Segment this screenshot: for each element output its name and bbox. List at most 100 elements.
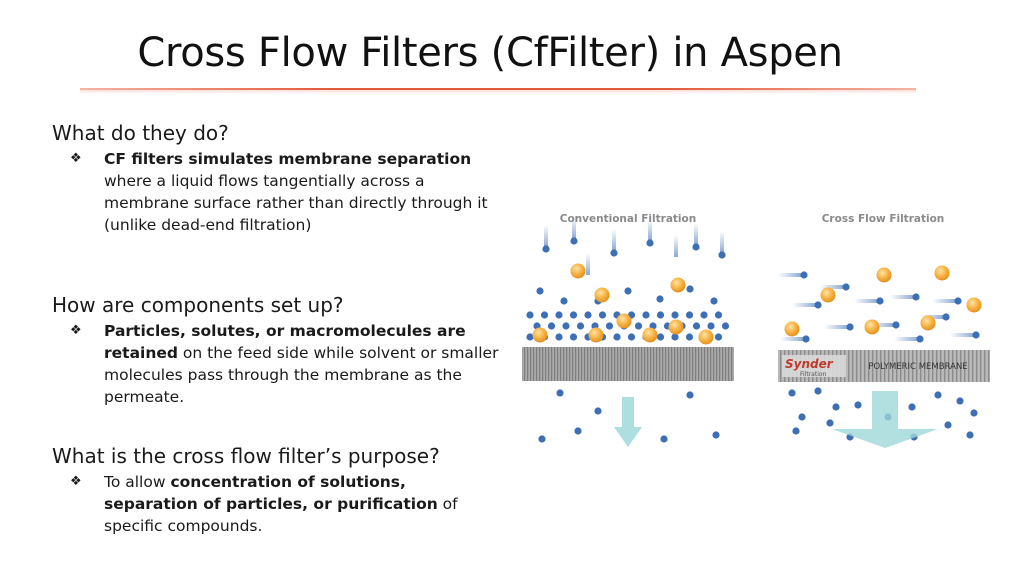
section-components-setup: How are components set up? ❖ Particles, … — [52, 292, 502, 408]
blue-particle — [610, 249, 618, 257]
blue-particle — [660, 435, 668, 443]
blue-particle — [944, 421, 952, 429]
crossflow-particles — [784, 265, 982, 343]
blue-particle — [671, 333, 679, 341]
blue-particle — [560, 297, 568, 305]
blue-particle — [685, 311, 694, 319]
flow-streak — [612, 229, 616, 251]
blue-particle — [876, 297, 884, 305]
orange-particle — [784, 321, 800, 337]
blue-particle — [802, 335, 810, 343]
section-what-do-they-do: What do they do? ❖ CF filters simulates … — [52, 120, 502, 236]
section-question: How are components set up? — [52, 293, 344, 317]
blue-particle — [605, 322, 614, 330]
crossflow-permeate-arrow — [832, 391, 938, 448]
blue-particle — [555, 311, 563, 319]
flow-streak — [950, 333, 974, 337]
orange-particle — [532, 327, 548, 343]
orange-particle — [588, 327, 604, 343]
blue-particle — [556, 389, 564, 397]
blue-particle — [846, 323, 854, 331]
flow-streak — [780, 337, 804, 341]
flow-streak — [870, 323, 894, 327]
blue-particle — [547, 322, 556, 330]
blue-particle — [714, 333, 723, 341]
bullet-text: on the feed side while solvent or smalle… — [104, 344, 499, 406]
blue-particle — [685, 333, 694, 341]
section-question: What do they do? — [52, 121, 229, 145]
blue-particle — [800, 271, 808, 279]
flow-streak — [648, 219, 652, 241]
blue-particle — [555, 333, 563, 341]
bullet-text: of specific compounds. — [104, 495, 458, 535]
blue-particle — [832, 403, 840, 411]
blue-particle — [892, 321, 900, 329]
flow-streak — [674, 235, 678, 257]
filtration-diagram: Conventional Filtration Cross Flow Filtr… — [522, 213, 990, 448]
blue-particle — [526, 311, 534, 319]
blue-particle — [686, 391, 694, 399]
blue-particle — [594, 407, 602, 415]
crossflow-permeate-particles — [788, 387, 978, 441]
blue-particle — [646, 239, 654, 247]
blue-particle — [569, 333, 578, 341]
orange-particle — [966, 297, 982, 313]
flow-streak — [824, 325, 848, 329]
blue-particle — [707, 322, 715, 330]
blue-particle — [916, 335, 924, 343]
flow-streak — [894, 337, 918, 341]
brand-sub: Filtration — [800, 371, 827, 378]
blue-particle — [912, 293, 920, 301]
blue-particle — [842, 283, 850, 291]
blue-particle — [970, 409, 978, 417]
flow-streak — [572, 217, 576, 239]
conventional-particles — [526, 237, 730, 345]
blue-particle — [826, 419, 834, 427]
blue-particle — [624, 287, 632, 295]
blue-particle — [854, 401, 862, 409]
section-purpose: What is the cross flow filter’s purpose?… — [52, 443, 502, 537]
blue-particle — [788, 389, 796, 397]
brand-name: Synder — [785, 357, 834, 371]
orange-particle — [920, 315, 936, 331]
flow-streak — [778, 273, 802, 277]
blue-particle — [574, 427, 582, 435]
orange-particle — [616, 313, 632, 329]
blue-particle — [792, 427, 800, 435]
orange-particle — [934, 265, 950, 281]
blue-particle — [966, 431, 974, 439]
section-bullet: ❖ Particles, solutes, or macromolecules … — [52, 320, 502, 408]
blue-particle — [954, 297, 962, 305]
blue-particle — [542, 245, 550, 253]
blue-particle — [972, 331, 980, 339]
orange-particle — [670, 277, 686, 293]
section-bullet: ❖ To allow concentration of solutions, s… — [52, 471, 502, 537]
flow-streak — [720, 231, 724, 253]
blue-particle — [642, 311, 650, 319]
section-bullet: ❖ CF filters simulates membrane separati… — [52, 148, 502, 236]
blue-particle — [700, 311, 708, 319]
blue-particle — [576, 322, 585, 330]
section-question: What is the cross flow filter’s purpose? — [52, 444, 440, 468]
bullet-bold-text: CF filters simulates membrane separation — [104, 150, 472, 168]
conventional-permeate-particles — [538, 389, 720, 443]
blue-particle — [814, 387, 822, 395]
blue-particle — [798, 413, 806, 421]
slide-title: Cross Flow Filters (CfFilter) in Aspen — [137, 30, 843, 76]
flow-streak — [890, 295, 914, 299]
blue-particle — [714, 311, 723, 319]
orange-particle — [668, 319, 684, 335]
blue-particle — [942, 313, 950, 321]
blue-particle — [598, 311, 607, 319]
conventional-membrane — [522, 347, 734, 381]
orange-particle — [876, 267, 892, 283]
blue-particle — [934, 391, 942, 399]
blue-particle — [538, 435, 546, 443]
brand-plate — [782, 355, 846, 377]
bullet-diamond-icon: ❖ — [70, 474, 82, 489]
blue-particle — [526, 333, 534, 341]
bullet-text: To allow — [104, 473, 171, 491]
flow-streak — [586, 253, 590, 275]
bullet-bold-text: concentration of solutions, separation o… — [104, 473, 438, 513]
blue-particle — [710, 297, 718, 305]
